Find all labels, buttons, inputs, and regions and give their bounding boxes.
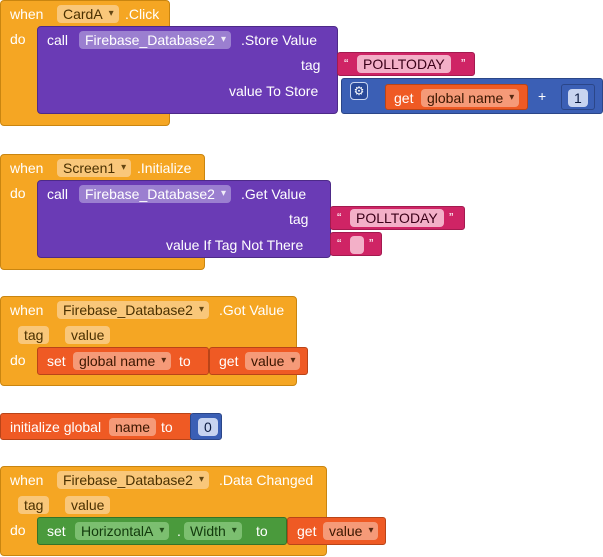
number-field[interactable]: 0: [198, 418, 218, 436]
when-label: when: [10, 472, 44, 488]
value-to-store-label: value To Store: [229, 83, 319, 99]
mutator-gear-icon[interactable]: ⚙: [350, 82, 368, 100]
open-quote-icon: “: [337, 236, 342, 251]
component-dropdown-firebase[interactable]: Firebase_Database2: [57, 471, 209, 489]
when-label: when: [10, 6, 44, 22]
component-dropdown-carda[interactable]: CardA: [57, 5, 119, 23]
event-name-label: .Click: [125, 6, 160, 22]
method-label: .Store Value: [241, 32, 318, 48]
get-variable-dropdown[interactable]: value: [323, 522, 379, 540]
component-dropdown-horizontala[interactable]: HorizontalA: [75, 522, 170, 540]
tag-socket-label: tag: [301, 57, 321, 73]
number-block-0[interactable]: 0: [190, 413, 222, 440]
when-label: when: [10, 302, 44, 318]
plus-operator: +: [538, 88, 547, 104]
empty-text-block[interactable]: “ ”: [330, 232, 382, 256]
text-value-field[interactable]: POLLTODAY: [357, 55, 451, 73]
open-quote-icon: “: [337, 210, 342, 225]
db-component-dropdown[interactable]: Firebase_Database2: [79, 31, 231, 49]
variable-dropdown[interactable]: global name: [73, 352, 172, 370]
get-label: get: [394, 90, 414, 106]
method-label: .Get Value: [241, 186, 307, 202]
do-label: do: [10, 185, 26, 201]
initialize-global-label: initialize global: [10, 419, 102, 435]
component-dropdown-screen1[interactable]: Screen1: [57, 159, 132, 177]
variable-dropdown[interactable]: global name: [421, 89, 520, 107]
close-quote-icon: ”: [369, 236, 374, 251]
get-value-block[interactable]: get value: [287, 517, 386, 545]
event-name-label: .Data Changed: [219, 472, 314, 488]
get-label: get: [297, 523, 317, 539]
to-label: to: [179, 353, 191, 369]
text-block-polltoday[interactable]: “ POLLTODAY ”: [330, 206, 465, 230]
open-quote-icon: “: [344, 56, 349, 71]
when-label: when: [10, 160, 44, 176]
param-tag[interactable]: tag: [18, 326, 50, 344]
set-label: set: [47, 523, 66, 539]
to-label: to: [256, 523, 268, 539]
do-label: do: [10, 352, 26, 368]
initialize-global-block[interactable]: initialize global name to: [0, 413, 193, 440]
get-value-block[interactable]: get value: [209, 347, 308, 375]
text-value-field[interactable]: POLLTODAY: [350, 209, 444, 227]
param-tag[interactable]: tag: [18, 496, 50, 514]
get-global-name-block[interactable]: get global name: [385, 84, 528, 110]
db-component-dropdown[interactable]: Firebase_Database2: [79, 185, 231, 203]
call-get-value-block[interactable]: call Firebase_Database2 .Get Value tag v…: [37, 180, 331, 258]
event-name-label: .Initialize: [137, 160, 192, 176]
call-label: call: [47, 32, 69, 48]
get-label: get: [219, 353, 239, 369]
property-dropdown-width[interactable]: Width: [184, 522, 242, 540]
call-store-value-block[interactable]: call Firebase_Database2 .Store Value tag…: [37, 26, 338, 114]
event-name-label: .Got Value: [219, 302, 285, 318]
component-dropdown-firebase[interactable]: Firebase_Database2: [57, 301, 209, 319]
close-quote-icon: ”: [461, 56, 466, 71]
tag-socket-label: tag: [289, 211, 309, 227]
number-block-1[interactable]: 1: [561, 84, 595, 110]
value-if-tag-not-there-label: value If Tag Not There: [166, 237, 304, 253]
empty-text-field[interactable]: [350, 236, 364, 254]
set-horizontala-width-block[interactable]: set HorizontalA . Width to: [37, 517, 287, 545]
call-label: call: [47, 186, 69, 202]
to-label: to: [161, 419, 173, 435]
dot-label: .: [177, 523, 181, 539]
param-value[interactable]: value: [65, 496, 111, 514]
get-variable-dropdown[interactable]: value: [245, 352, 301, 370]
set-global-name-block[interactable]: set global name to: [37, 347, 209, 375]
do-label: do: [10, 522, 26, 538]
param-value[interactable]: value: [65, 326, 111, 344]
global-var-name-field[interactable]: name: [109, 418, 157, 436]
number-field[interactable]: 1: [568, 89, 588, 107]
set-label: set: [47, 353, 66, 369]
close-quote-icon: ”: [449, 210, 454, 225]
do-label: do: [10, 31, 26, 47]
text-block-polltoday[interactable]: “ POLLTODAY ”: [337, 52, 475, 76]
